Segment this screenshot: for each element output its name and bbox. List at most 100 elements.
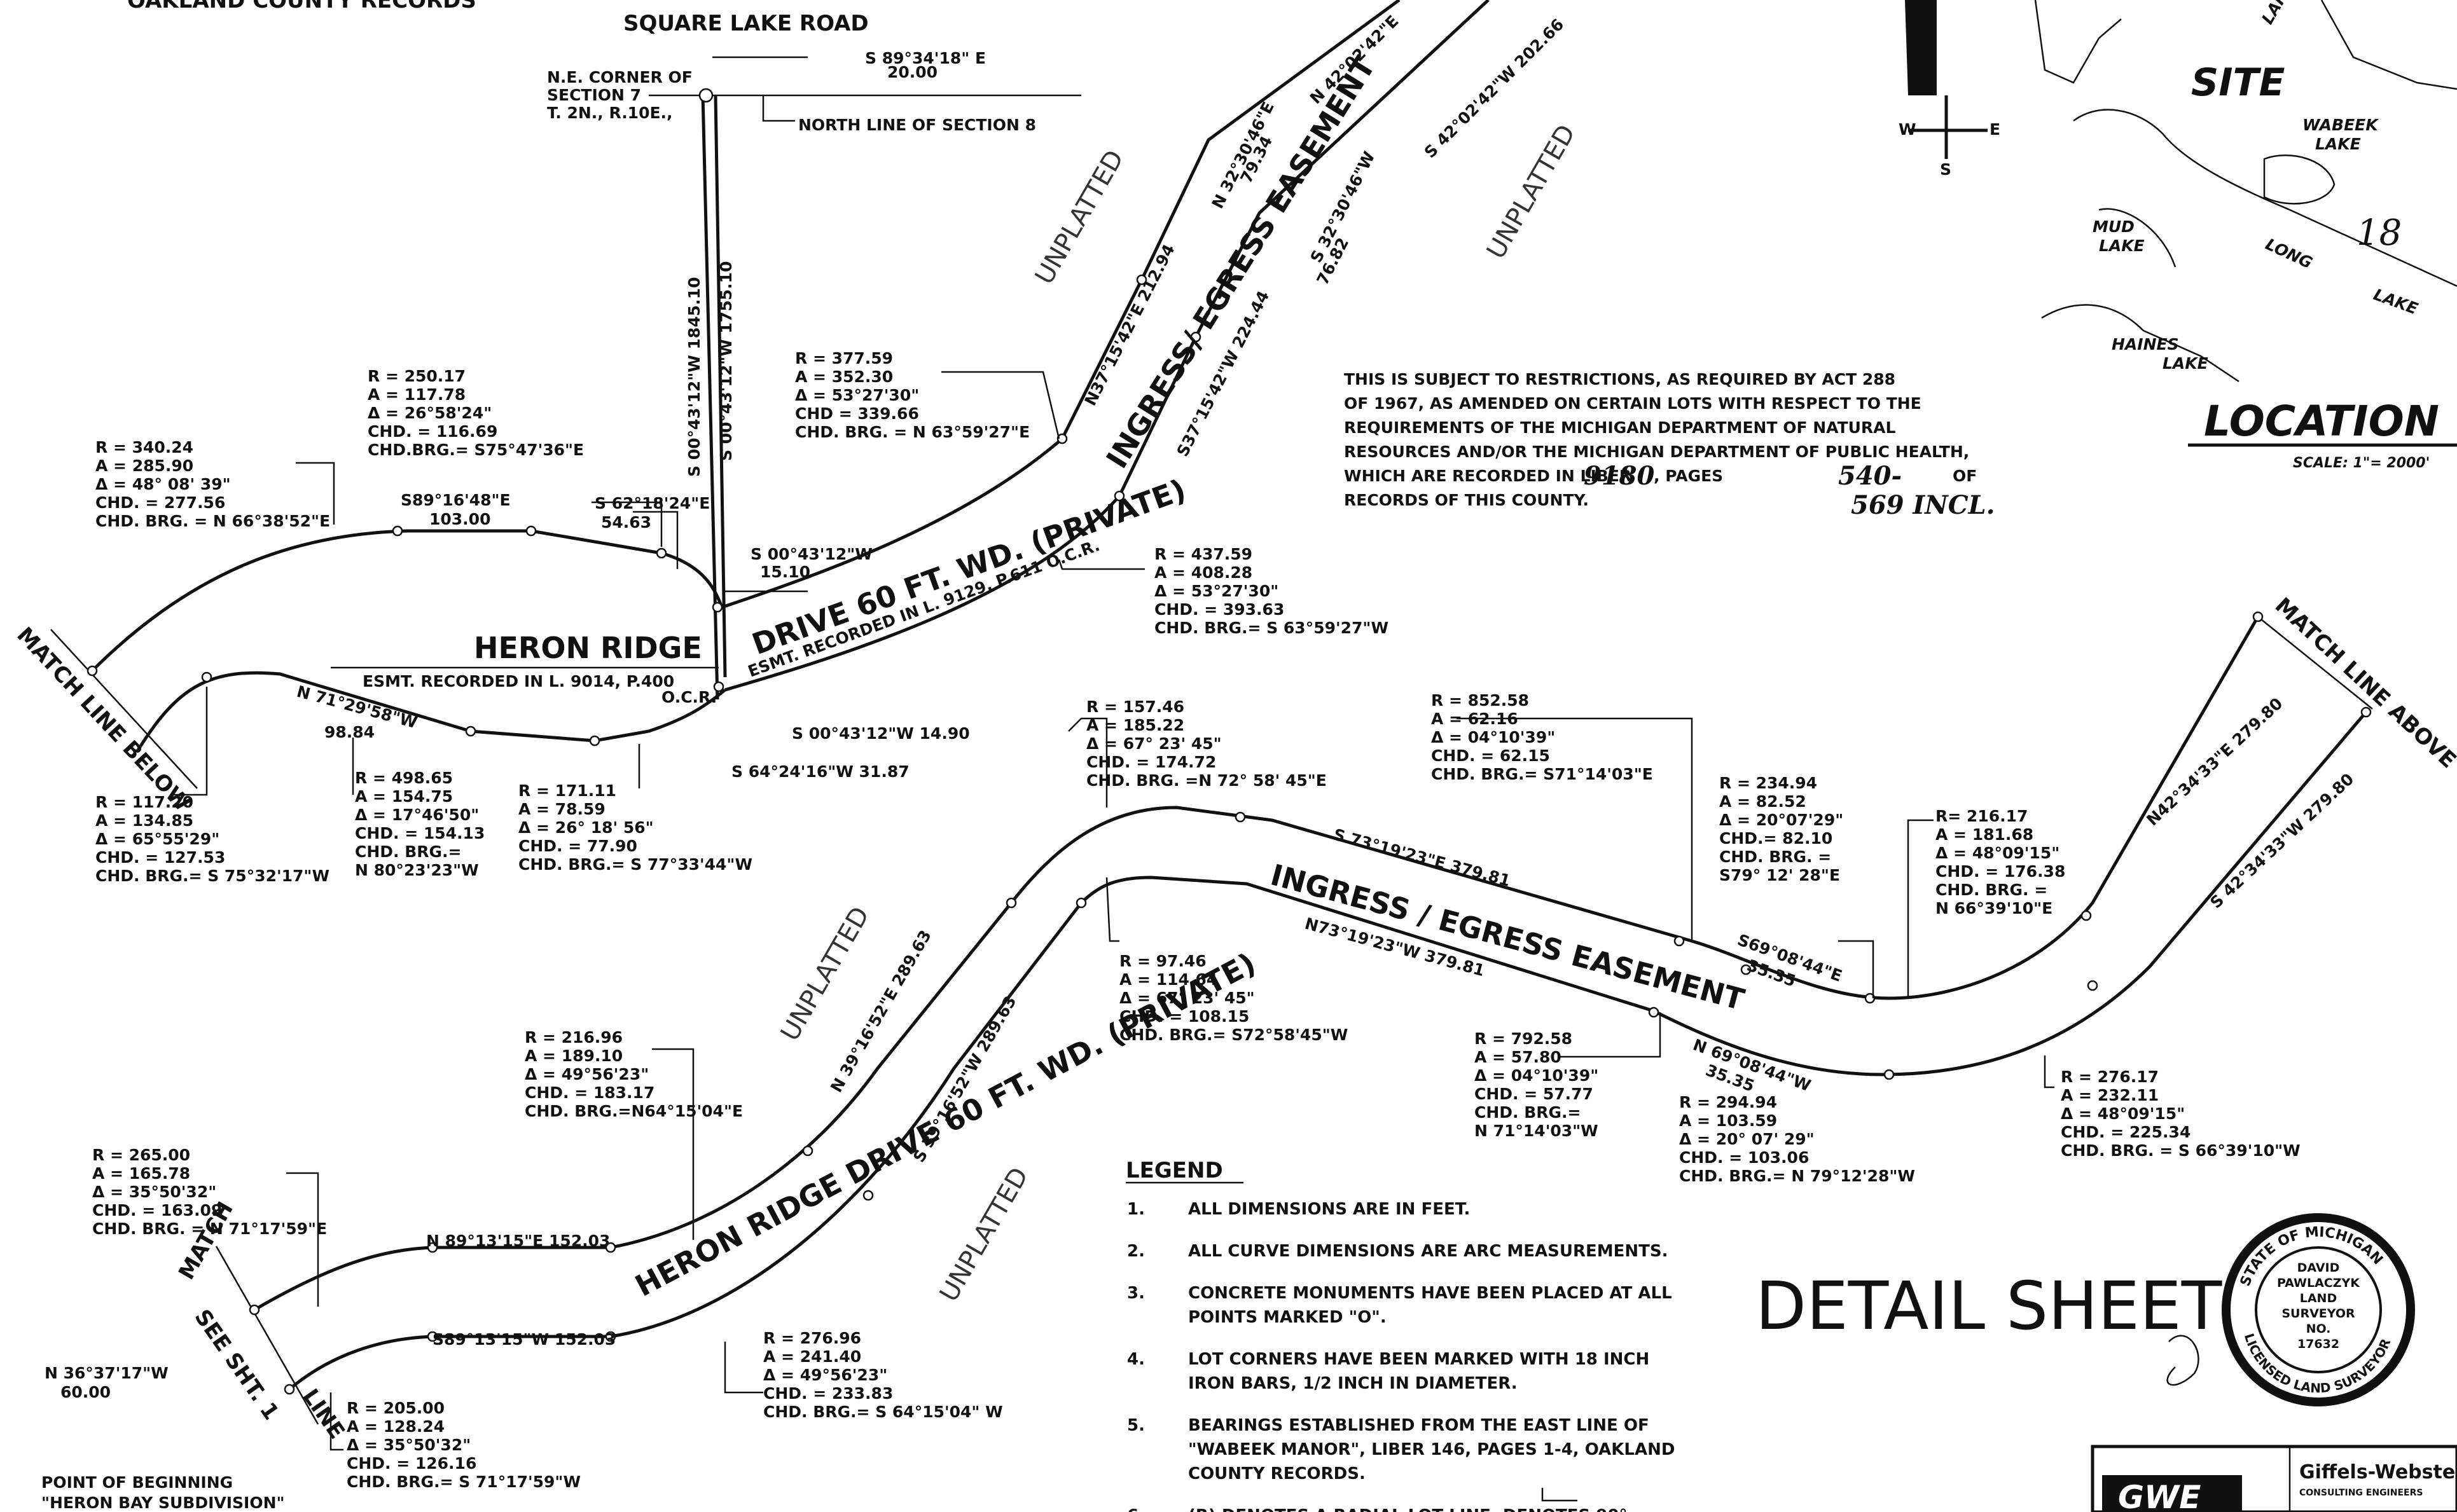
upper-drive-north-edge [721, 0, 1401, 609]
point [589, 735, 600, 746]
curve-3-line: Δ = 53°27'30" [795, 386, 919, 404]
north-line-label: NORTH LINE OF SECTION 8 [798, 116, 1036, 134]
unplatted-label-3: UNPLATTED [775, 902, 875, 1046]
legend-text: BEARINGS ESTABLISHED FROM THE EAST LINE … [1188, 1416, 1649, 1435]
handwritten-liber: 9180 [1584, 461, 1654, 491]
point [656, 547, 667, 559]
upper-drive-label: DRIVE 60 FT. WD. (PRIVATE) [747, 472, 1190, 661]
point [249, 1304, 260, 1316]
curve-5-line: Δ = 65°55'29" [95, 830, 219, 848]
point [427, 1331, 438, 1342]
leader [1838, 940, 1874, 998]
firm-logo-block [2102, 1475, 2242, 1512]
point [802, 1145, 813, 1157]
curve-1-line: CHD. = 277.56 [95, 493, 225, 512]
legend-number: 3. [1127, 1284, 1145, 1303]
curve-14-line: CHD. BRG. = [1935, 881, 2047, 899]
pob-label-2: "HERON BAY SUBDIVISION" [41, 1494, 285, 1512]
point [1056, 433, 1068, 444]
svg-text:98.84: 98.84 [324, 723, 375, 741]
curve-6-line: N 80°23'23"W [355, 861, 479, 879]
leader [762, 95, 795, 122]
location-map: SITE WABEEK LAKE LAKE MUD LAKE LONG LAKE… [2034, 0, 2457, 471]
curve-1-line: Δ = 48° 08' 39" [95, 475, 231, 493]
svg-text:N 89°13'15"E 152.03: N 89°13'15"E 152.03 [426, 1232, 610, 1250]
detail-sheet-title: DETAIL SHEET [1755, 1267, 2222, 1345]
leader [724, 1342, 763, 1394]
handwritten-pages: 540- [1838, 461, 1902, 491]
curve-10-line: R = 852.58 [1431, 691, 1529, 710]
heron-ridge-esmt-2: O.C.R. [661, 688, 717, 706]
legend-text: IRON BARS, 1/2 INCH IN DIAMETER. [1188, 1374, 1518, 1393]
leader [941, 371, 1060, 439]
curve-8-line: Δ = 67° 23' 45" [1086, 734, 1222, 753]
curve-16-line: CHD. = 183.17 [525, 1083, 654, 1102]
legend-text: LOT CORNERS HAVE BEEN MARKED WITH 18 INC… [1188, 1350, 1649, 1369]
curve-14-line: R= 216.17 [1935, 807, 2028, 825]
svg-text:LAKE: LAKE [2315, 135, 2361, 153]
legend-number: 2. [1127, 1242, 1145, 1261]
point [713, 681, 724, 692]
curve-17-line: Δ = 49°56'23" [763, 1366, 887, 1384]
curve-3-line: CHD = 339.66 [795, 404, 919, 423]
monument-points [87, 88, 2372, 1395]
curve-1-line: A = 285.90 [95, 457, 193, 475]
curve-data-tables: R = 340.24A = 285.90Δ = 48° 08' 39"CHD. … [92, 349, 2301, 1491]
curve-11-line: Δ = 04°10'39" [1474, 1066, 1598, 1085]
svg-text:N42°34'33"E 279.80: N42°34'33"E 279.80 [2143, 694, 2286, 830]
curve-12-line: Δ = 20°07'29" [1719, 811, 1843, 829]
upper-road-lines [50, 0, 1490, 789]
point [1864, 993, 1876, 1004]
vertical-bearing-2: S 00°43'12"W 1755.10 [717, 261, 735, 461]
curve-9-line: R = 97.46 [1119, 952, 1207, 970]
match-line-below [50, 629, 198, 789]
curve-11-line: N 71°14'03"W [1474, 1122, 1598, 1140]
curve-2-line: R = 250.17 [368, 367, 466, 385]
svg-text:, PAGES: , PAGES [1654, 467, 1723, 485]
svg-text:E: E [1990, 120, 2000, 139]
curve-17-line: A = 241.40 [763, 1347, 861, 1366]
heron-ridge-label: HERON RIDGE [474, 631, 702, 665]
match-see-3: LINE [298, 1384, 350, 1443]
svg-text:T. 2N., R.10E.,: T. 2N., R.10E., [547, 104, 673, 122]
map-road [2034, 0, 2122, 84]
curve-13-line: CHD. BRG.= N 79°12'28"W [1679, 1167, 1915, 1185]
curve-7-line: CHD. = 77.90 [518, 837, 637, 855]
vertical-line-2 [714, 95, 727, 678]
handwritten-incl: 569 INCL. [1851, 490, 1995, 520]
curve-15-line: Δ = 48°09'15" [2061, 1104, 2185, 1123]
point [2360, 706, 2372, 718]
pob-label-1: POINT OF BEGINNING [41, 1473, 233, 1492]
curve-3-line: CHD. BRG. = N 63°59'27"E [795, 423, 1030, 441]
curve-9-line: Δ = 67° 23' 45" [1119, 989, 1255, 1007]
curve-15-line: A = 232.11 [2061, 1086, 2159, 1104]
leader [1907, 819, 1934, 998]
curve-2-line: CHD. = 116.69 [368, 422, 497, 441]
curve-8-line: CHD. = 174.72 [1086, 753, 1216, 771]
curve-5-line: CHD. = 127.53 [95, 848, 225, 867]
unplatted-label-2: UNPLATTED [1481, 120, 1581, 264]
svg-text:RECORDS OF THIS COUNTY.: RECORDS OF THIS COUNTY. [1344, 491, 1589, 509]
curve-10-line: CHD. BRG.= S71°14'03"E [1431, 765, 1653, 783]
svg-text:MUD: MUD [2093, 217, 2135, 236]
legend-title: LEGEND [1126, 1158, 1223, 1183]
curve-12-line: CHD. BRG. = [1719, 848, 1831, 866]
curve-6-line: A = 154.75 [355, 787, 453, 806]
point [2080, 910, 2092, 921]
curve-17-line: CHD. = 233.83 [763, 1384, 893, 1403]
restriction-note: THIS IS SUBJECT TO RESTRICTIONS, AS REQU… [1344, 370, 1995, 520]
curve-1-line: R = 340.24 [95, 438, 193, 457]
curve-13-line: Δ = 20° 07' 29" [1679, 1130, 1815, 1148]
curve-6-line: R = 498.65 [355, 769, 453, 787]
svg-text:18: 18 [2357, 212, 2402, 254]
curve-7-line: R = 171.11 [518, 781, 616, 800]
curve-17-line: CHD. BRG.= S 64°15'04" W [763, 1403, 1003, 1421]
svg-text:LONG: LONG [2262, 235, 2315, 272]
svg-text:LAKE: LAKE [2371, 285, 2420, 318]
curve-18-line: A = 165.78 [92, 1164, 190, 1183]
seal-outer-ring [2222, 1213, 2415, 1406]
unplatted-label-4: UNPLATTED [934, 1162, 1034, 1307]
svg-text:S89°13'15"W 152.03: S89°13'15"W 152.03 [433, 1330, 616, 1349]
leader [633, 511, 679, 569]
curve-18-line: Δ = 35°50'32" [92, 1183, 216, 1201]
